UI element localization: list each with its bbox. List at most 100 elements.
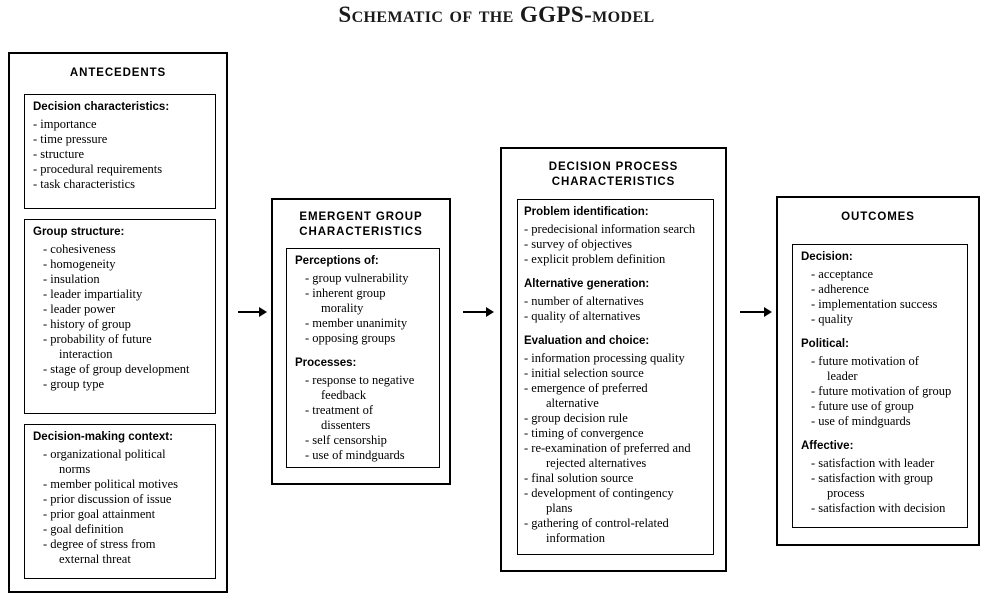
group-heading: Political: — [801, 338, 849, 350]
column-emergent-header-line2: CHARACTERISTICS — [299, 226, 423, 238]
group-item-list: - predecisional information search - sur… — [524, 222, 707, 267]
column-antecedents-header: ANTECEDENTS — [69, 67, 167, 79]
page-title-prefix: Schematic of the — [338, 2, 520, 27]
list-item: - final solution source — [524, 471, 634, 485]
list-item: - leader power — [43, 302, 116, 316]
list-item-continuation: external threat — [59, 552, 131, 566]
list-item: - prior discussion of issue — [43, 492, 172, 506]
list-item: - member political motives — [43, 477, 179, 491]
page-title-suffix: -model — [584, 2, 655, 27]
column-decision-process-header: DECISION PROCESS CHARACTERISTICS — [502, 160, 725, 190]
arrow-decision-process-to-outcomes — [740, 305, 774, 319]
list-item-continuation: alternative — [546, 396, 599, 410]
list-item-continuation: information — [546, 531, 606, 545]
list-item: - number of alternatives — [524, 294, 644, 308]
arrow-head — [259, 307, 267, 317]
group-item-list: - acceptance - adherence - implementatio… — [801, 267, 961, 327]
list-item: - future use of group — [811, 399, 914, 413]
list-item: - task characteristics — [33, 177, 136, 191]
list-item: - use of mindguards — [305, 448, 405, 462]
group-item-list: - satisfaction with leader - satisfactio… — [801, 456, 961, 516]
list-item: - quality of alternatives — [524, 309, 641, 323]
list-item: - satisfaction with decision — [811, 501, 946, 515]
column-decision-process-header-line1: DECISION PROCESS — [548, 161, 679, 173]
list-item: - group decision rule — [524, 411, 628, 425]
list-item: - self censorship — [305, 433, 387, 447]
list-item: - importance — [33, 117, 97, 131]
group-decision-making-context: Decision-making context: - organizationa… — [24, 424, 216, 579]
arrow-antecedents-to-emergent — [238, 305, 268, 319]
list-item-continuation: interaction — [59, 347, 113, 361]
list-item: - satisfaction with leader — [811, 456, 935, 470]
column-antecedents: ANTECEDENTS Decision characteristics: - … — [8, 52, 228, 593]
list-item-continuation: feedback — [321, 388, 367, 402]
group-heading: Processes: — [295, 357, 357, 369]
list-item: - information processing quality — [524, 351, 685, 365]
list-item: - predecisional information search — [524, 222, 696, 236]
list-item: - opposing groups — [305, 331, 396, 345]
group-heading: Perceptions of: — [295, 255, 379, 267]
list-item: - explicit problem definition — [524, 252, 666, 266]
arrow-shaft — [463, 311, 488, 313]
list-item-continuation: morality — [321, 301, 364, 315]
group-item-list: - number of alternatives - quality of al… — [524, 294, 707, 324]
arrow-emergent-to-decision-process — [463, 305, 495, 319]
list-item: - adherence — [811, 282, 869, 296]
column-outcomes: OUTCOMES Decision: - acceptance - adhere… — [776, 196, 980, 546]
list-item-continuation: rejected alternatives — [546, 456, 647, 470]
column-decision-process-header-line2: CHARACTERISTICS — [551, 176, 676, 188]
group-group-structure: Group structure: - cohesiveness - homoge… — [24, 219, 216, 414]
list-item: - initial selection source — [524, 366, 644, 380]
list-item: - homogeneity — [43, 257, 116, 271]
list-item: - prior goal attainment — [43, 507, 156, 521]
group-outcomes-content: Decision: - acceptance - adherence - imp… — [792, 244, 968, 528]
list-item: - quality — [811, 312, 854, 326]
list-item: - insulation — [43, 272, 100, 286]
group-heading: Decision characteristics: — [33, 101, 170, 113]
list-item-continuation: leader — [827, 369, 858, 383]
group-heading: Alternative generation: — [524, 278, 650, 290]
list-item: - group vulnerability — [305, 271, 409, 285]
list-item-continuation: dissenters — [321, 418, 371, 432]
list-item: - member unanimity — [305, 316, 408, 330]
list-item: - leader impartiality — [43, 287, 143, 301]
column-emergent-group-characteristics: EMERGENT GROUP CHARACTERISTICS Perceptio… — [271, 198, 451, 485]
group-heading: Problem identification: — [524, 206, 649, 218]
list-item: - survey of objectives — [524, 237, 632, 251]
list-item: - history of group — [43, 317, 131, 331]
group-heading: Group structure: — [33, 226, 125, 238]
list-item: - use of mindguards — [811, 414, 911, 428]
list-item-continuation: norms — [59, 462, 91, 476]
group-decision-process-content: Problem identification: - predecisional … — [517, 199, 714, 555]
list-item: - timing of convergence — [524, 426, 644, 440]
group-heading: Decision: — [801, 251, 853, 263]
column-decision-process-characteristics: DECISION PROCESS CHARACTERISTICS Problem… — [500, 147, 727, 572]
list-item: - acceptance — [811, 267, 874, 281]
list-item: - implementation success — [811, 297, 938, 311]
list-item: - cohesiveness — [43, 242, 116, 256]
list-item: - stage of group development — [43, 362, 190, 376]
group-item-list: - information processing quality - initi… — [524, 351, 707, 546]
column-emergent-header: EMERGENT GROUP CHARACTERISTICS — [273, 210, 449, 240]
column-emergent-header-line1: EMERGENT GROUP — [299, 211, 423, 223]
arrow-shaft — [740, 311, 766, 313]
page-title: Schematic of the GGPS-model — [0, 2, 993, 28]
list-item: - procedural requirements — [33, 162, 163, 176]
group-item-list: - cohesiveness - homogeneity - insulatio… — [33, 242, 209, 392]
